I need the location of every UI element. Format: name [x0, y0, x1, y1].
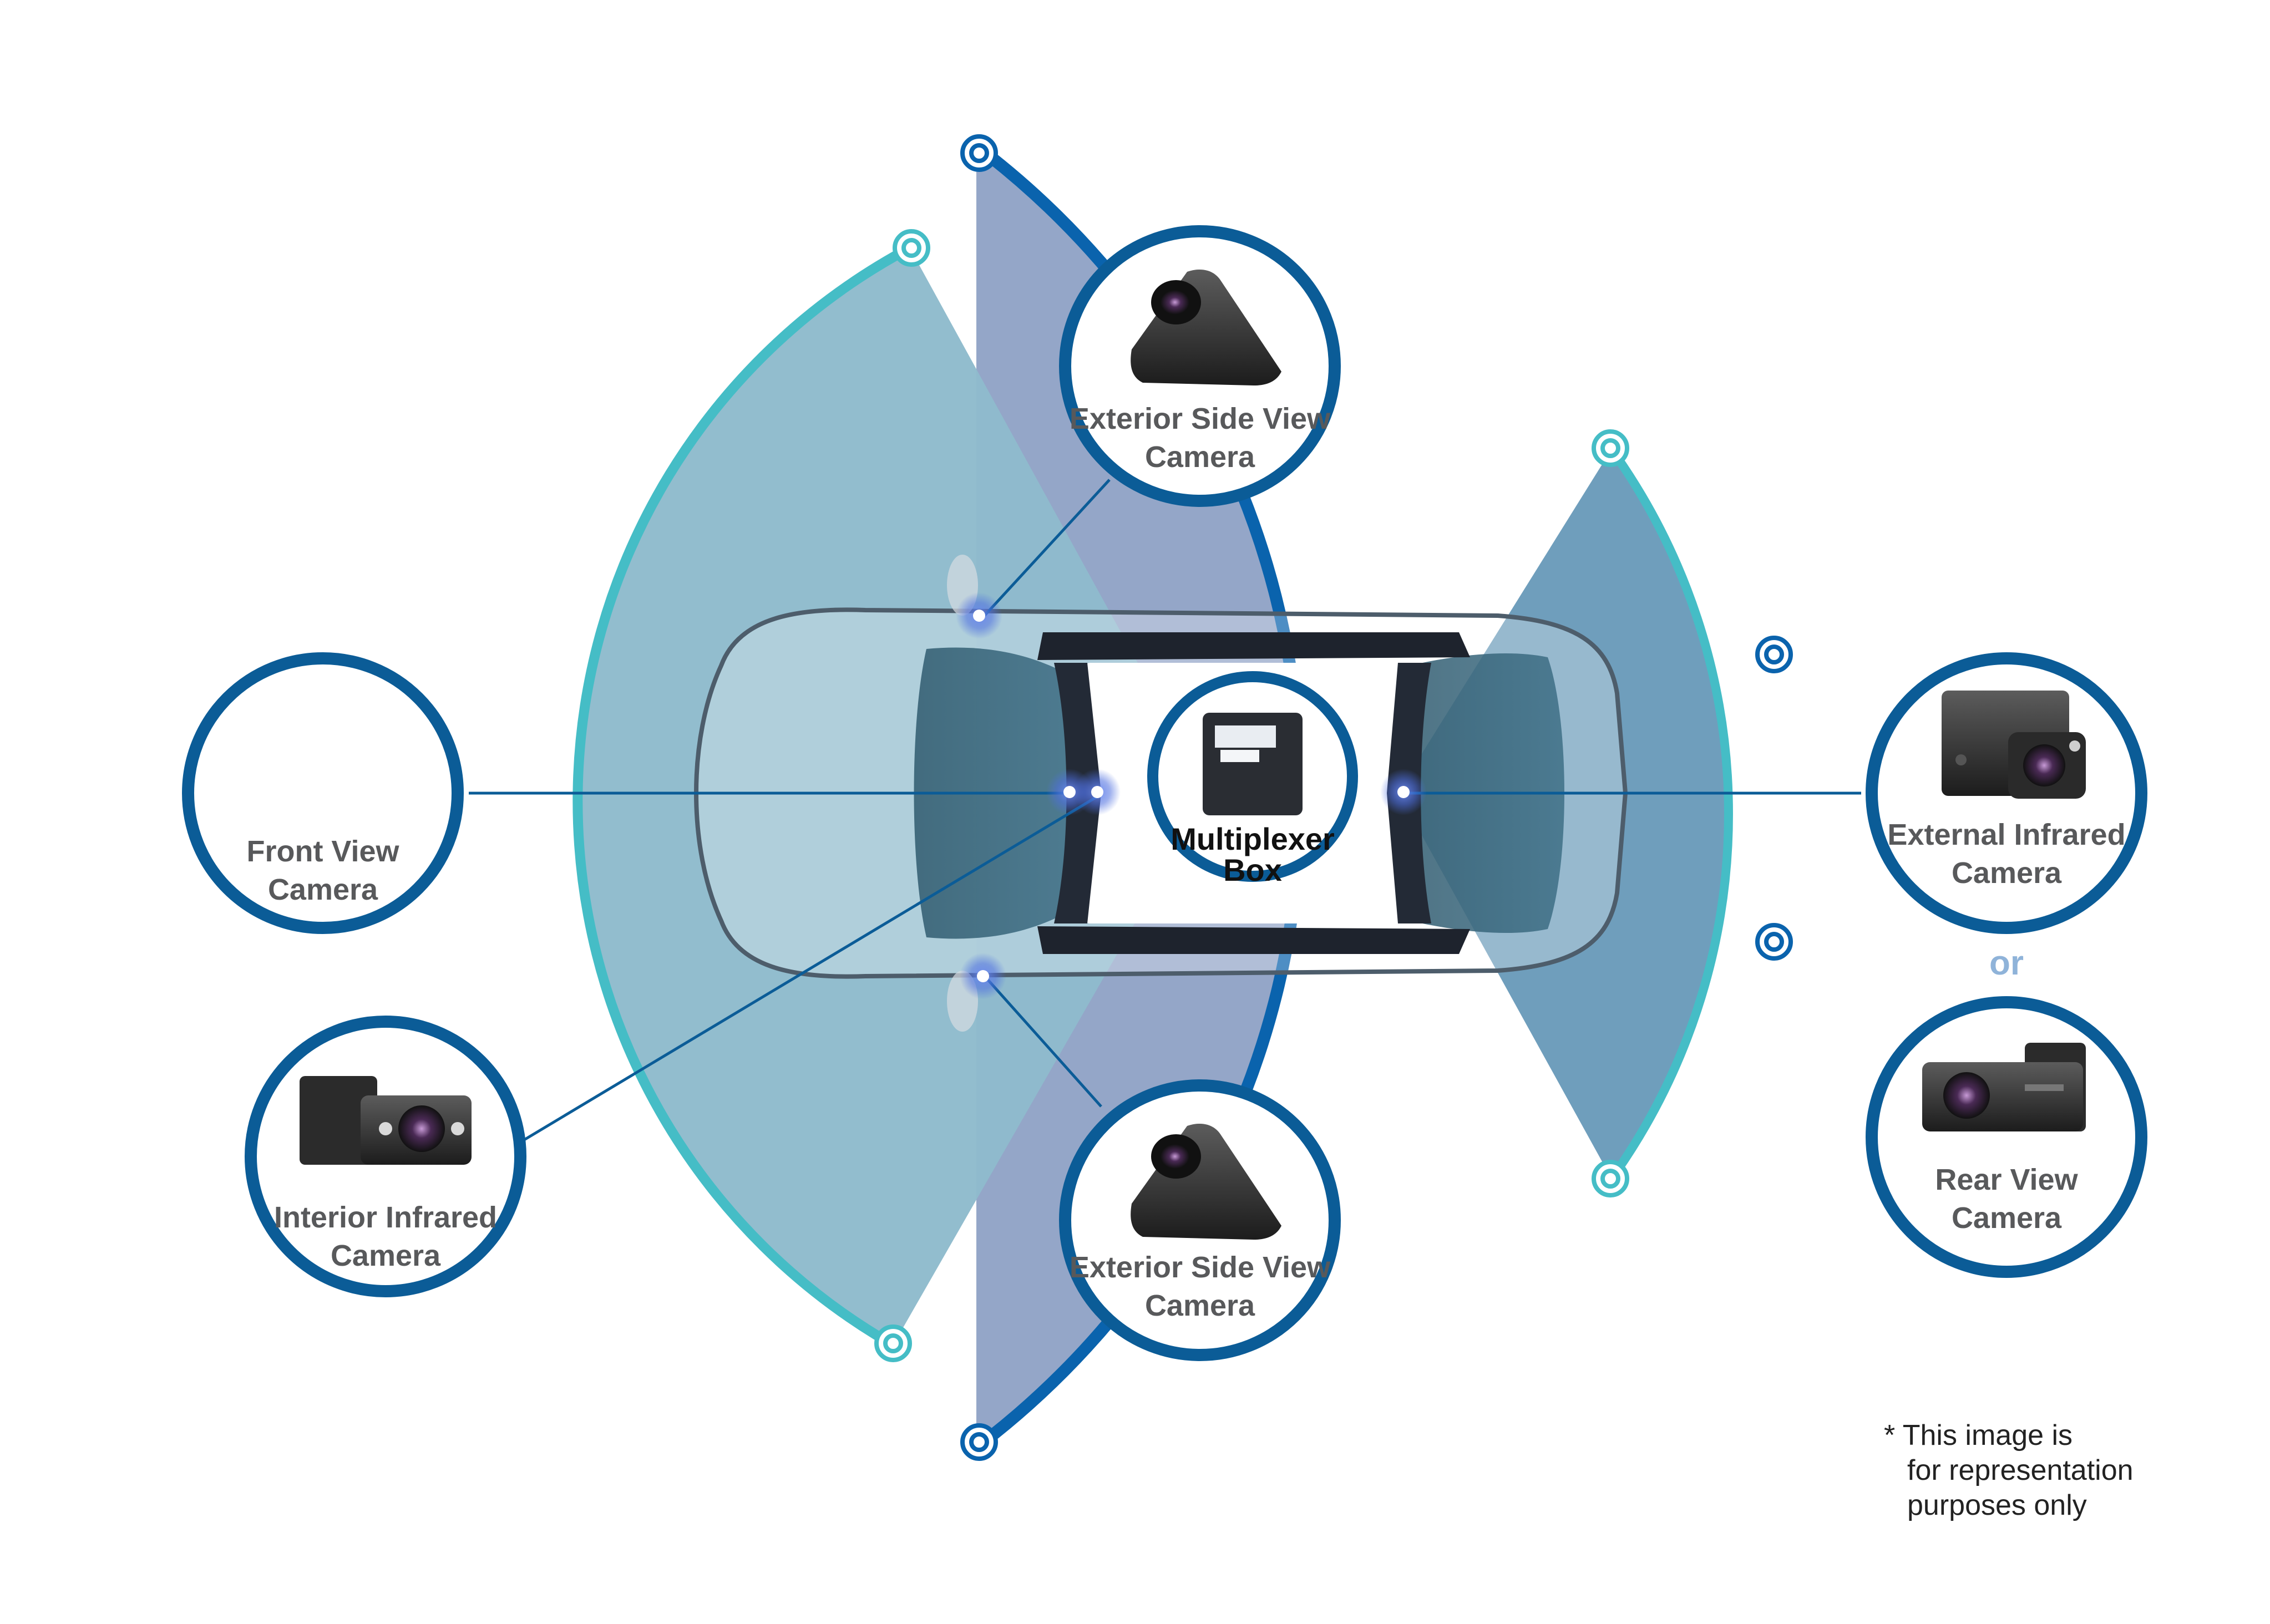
exterior-side-camera-top-icon — [1131, 269, 1281, 385]
interior-ir-connector — [523, 794, 1099, 1141]
front-camera-label-line1: Front View — [246, 835, 399, 868]
external-ir-label-line2: Camera — [1952, 856, 2062, 890]
side-bottom-connector — [984, 975, 1102, 1108]
interior-ir-label-line2: Camera — [331, 1239, 441, 1272]
connector-lines — [469, 479, 1861, 1141]
multiplexer-box-callout: Multiplexer Box — [1147, 671, 1358, 887]
interior-ir-label-line1: Interior Infrared — [274, 1201, 497, 1234]
arc-endpoint-markers — [874, 134, 1793, 1461]
multiplexer-label-line1: Multiplexer — [1171, 821, 1335, 856]
side-top-label-line2: Camera — [1145, 440, 1255, 474]
side-top-connector — [981, 479, 1111, 620]
rear-view-camera-callout: Rear View Camera — [1866, 996, 2147, 1278]
side-bottom-label-line1: Exterior Side View — [1070, 1251, 1331, 1284]
external-infrared-camera-callout: External Infrared Camera — [1866, 652, 2147, 934]
exterior-side-camera-top-callout: Exterior Side View Camera — [1059, 225, 1341, 507]
external-ir-camera-icon — [1942, 691, 2086, 799]
multiplexer-label-line2: Box — [1223, 852, 1282, 887]
front-view-camera-callout: Front View Camera — [182, 652, 464, 934]
exterior-side-camera-bottom-callout: Exterior Side View Camera — [1059, 1079, 1341, 1361]
interior-infrared-camera-callout: Interior Infrared Camera — [245, 1016, 526, 1297]
front-view-coverage-area — [572, 243, 1209, 1349]
rear-camera-label-line2: Camera — [1952, 1201, 2062, 1235]
side-bottom-label-line2: Camera — [1145, 1289, 1255, 1322]
footnote-line1: * This image is — [1884, 1419, 2073, 1452]
front-camera-label-line2: Camera — [268, 873, 378, 906]
representation-footnote: * This image is for representation purpo… — [1884, 1419, 2134, 1521]
or-separator-text: or — [1989, 944, 2024, 982]
rear-camera-label-line1: Rear View — [1935, 1163, 2078, 1196]
footnote-line3: purposes only — [1907, 1489, 2087, 1521]
interior-ir-camera-icon — [300, 1076, 472, 1165]
footnote-line2: for representation — [1907, 1454, 2134, 1486]
external-ir-label-line1: External Infrared — [1887, 818, 2125, 851]
camera-mount-dots — [956, 592, 1427, 999]
rear-camera-icon — [1922, 1043, 2086, 1131]
side-top-label-line1: Exterior Side View — [1070, 402, 1331, 435]
exterior-side-camera-bottom-icon — [1131, 1123, 1281, 1240]
